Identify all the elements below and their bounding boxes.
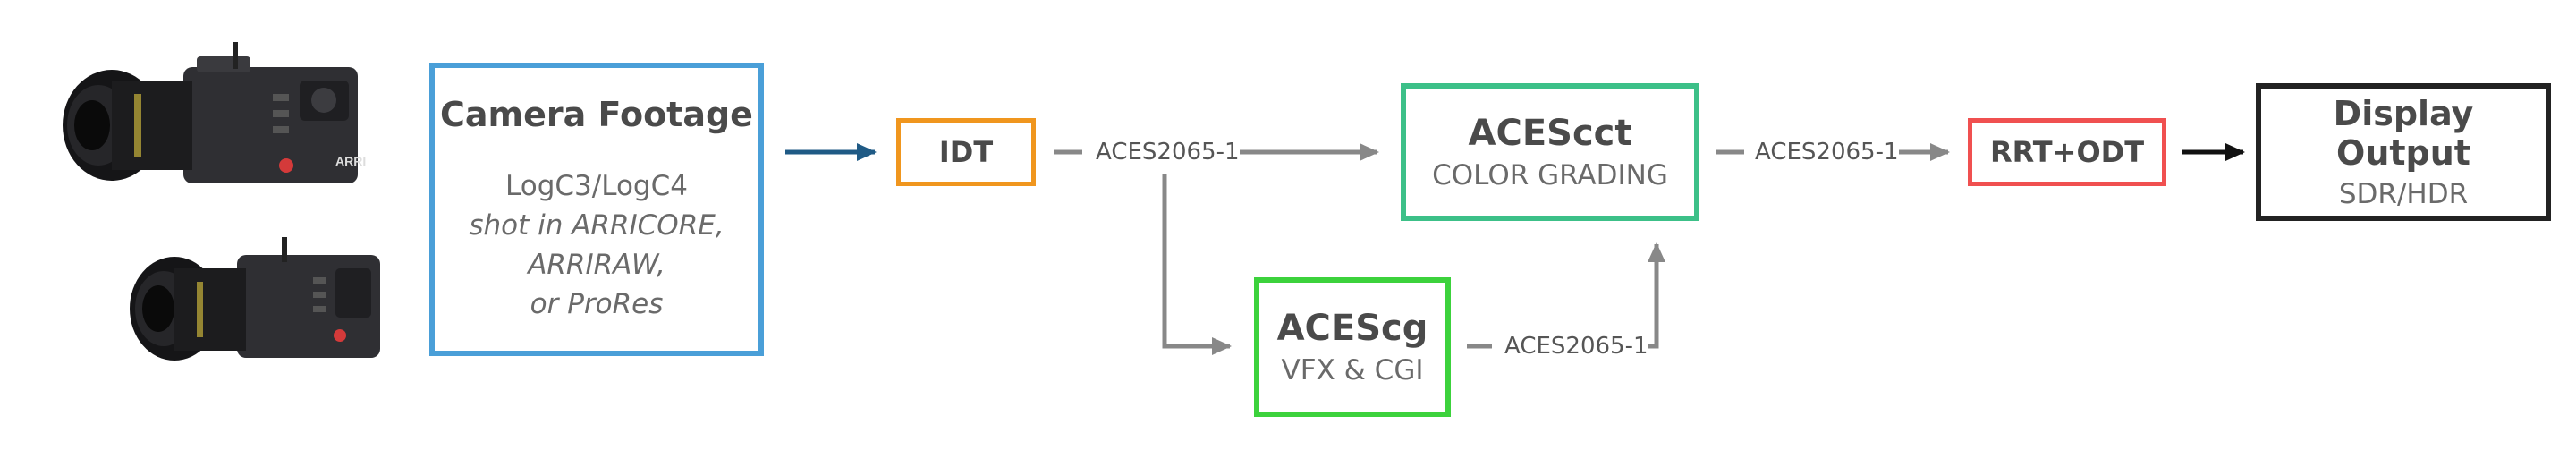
rrt-odt-title: RRT+ODT (1989, 135, 2145, 169)
acescg-title: ACEScg (1276, 308, 1428, 349)
acescg-box: ACEScg VFX & CGI (1254, 277, 1451, 417)
idt-box: IDT (896, 118, 1036, 186)
camera-footage-formats: LogC3/LogC4 (505, 170, 688, 202)
camera-footage-shot-line3: or ProRes (530, 288, 664, 320)
camera-footage-shot-line2: ARRIRAW, (528, 249, 665, 281)
camera-brand-logo: ARRI (335, 154, 366, 168)
arrow-idt-to-acescg (1162, 174, 1232, 355)
acescg-subtitle: VFX & CGI (1281, 354, 1424, 386)
idt-title: IDT (938, 135, 994, 169)
edge-label-acescg-acescct: ACES2065-1 (1504, 333, 1648, 360)
edge-label-idt-acescct: ACES2065-1 (1096, 139, 1240, 166)
arrow-acescg-to-acescct (1635, 242, 1665, 349)
display-output-title: Display Output (2333, 94, 2474, 173)
camera-footage-box: Camera Footage LogC3/LogC4 shot in ARRIC… (429, 63, 764, 356)
camera-footage-title: Camera Footage (440, 95, 753, 134)
camera-footage-shot-line1: shot in ARRICORE, (469, 209, 724, 242)
acescct-title: ACEScct (1468, 113, 1632, 154)
camera-image-small (130, 237, 380, 361)
display-output-subtitle: SDR/HDR (2338, 178, 2469, 210)
display-output-box: Display Output SDR/HDR (2256, 83, 2551, 221)
acescct-box: ACEScct COLOR GRADING (1401, 83, 1699, 221)
camera-image-large: ARRI (63, 42, 366, 183)
acescct-subtitle: COLOR GRADING (1432, 159, 1668, 191)
edge-label-acescct-rrt: ACES2065-1 (1755, 139, 1899, 166)
rrt-odt-box: RRT+ODT (1968, 118, 2166, 186)
